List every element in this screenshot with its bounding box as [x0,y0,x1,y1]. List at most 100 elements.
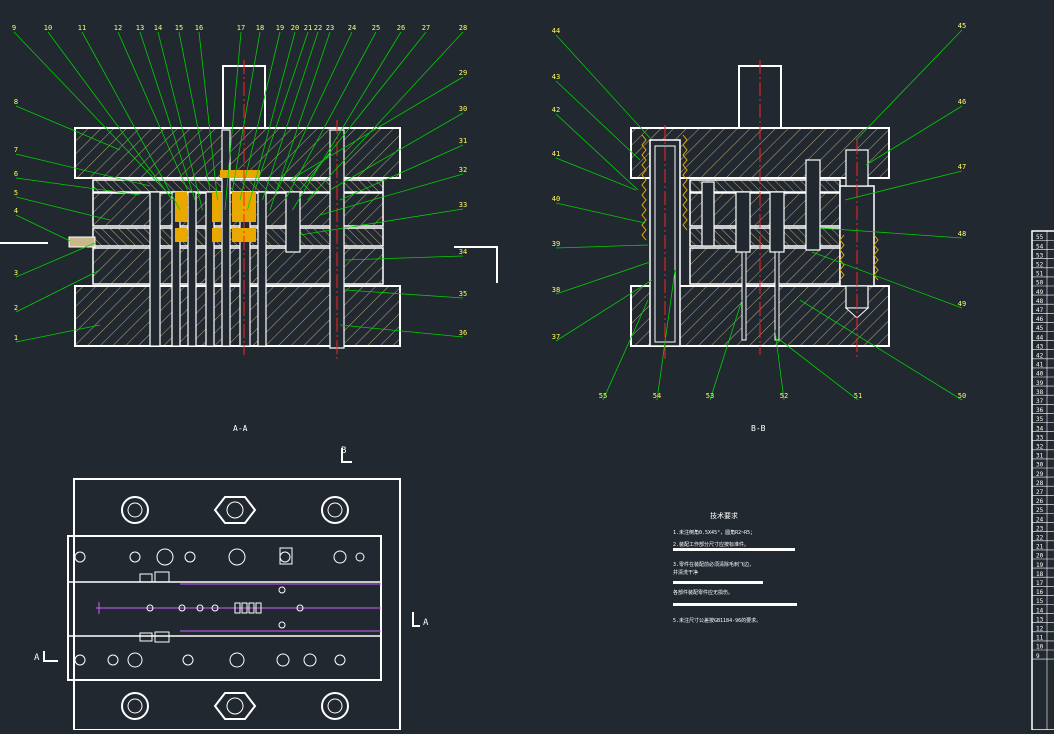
section-b-b [630,60,890,360]
leader-line [555,261,651,295]
callout-label: 37 [552,333,560,341]
guide-pin [68,236,96,248]
leader-line [344,255,464,261]
leader-line [855,29,963,141]
parts-list-row-number: 36 [1036,407,1044,414]
tech-requirements: 技术要求 1.未注倒角0.5X45°，圆角R2~R5； 2.装配工作部分尺寸应按… [673,511,797,624]
leader-line [329,112,464,191]
parts-list-row-number: 30 [1036,462,1044,469]
plan-mark-a-right: A [423,618,429,628]
tech-item-4: 并清洗干净 [673,569,698,576]
leader-line [178,31,211,191]
callout-label: 42 [552,106,560,114]
parts-list-row-number: 53 [1036,252,1044,259]
tech-item-5: 各部件装配零件应无损伤。 [673,589,733,596]
leader-line [709,299,743,401]
tech-title: 技术要求 [710,511,738,520]
pad-b [689,247,841,285]
tech-item-2: 2.装配工作部分尺寸应按标准件。 [673,541,749,548]
plan-mark-a-left: A [34,653,40,663]
callout-label: 44 [552,27,560,35]
section-a-title: A-A [233,424,248,433]
parts-list-row-number: 44 [1036,334,1044,341]
callout-label: 7 [14,146,18,154]
callout-label: 12 [114,24,122,32]
callout-label: 28 [459,24,467,32]
leader-line [339,324,464,338]
leader-line [15,269,101,313]
leader-line [292,31,402,211]
callout-label: 2 [14,304,18,312]
parts-list-row-number: 11 [1036,635,1044,642]
tech-item-6: 5.未注尺寸公差按GB1184-96的要求。 [673,617,761,624]
leader-line [15,153,151,187]
leader-line [289,76,464,181]
parts-list-row-number: 28 [1036,480,1044,487]
callout-label: 40 [552,195,560,203]
callout-label: 3 [14,269,18,277]
parts-list-table: 5554535251504948474645444342414039383736… [1031,230,1054,731]
highlighted-punches [175,170,260,242]
parts-list-row-number: 19 [1036,562,1044,569]
callout-label: 10 [44,24,52,32]
leader-line [262,31,319,201]
parts-list-row-number: 20 [1036,553,1044,560]
callout-label: 46 [958,98,966,106]
parts-list-row-number: 40 [1036,371,1044,378]
parts-list-row-number: 47 [1036,307,1044,314]
leader-line [254,31,309,191]
parts-list-row-number: 35 [1036,416,1044,423]
callout-label: 30 [459,105,467,113]
parts-list-row-number: 34 [1036,425,1044,432]
parts-list-row-number: 17 [1036,580,1044,587]
leader-line [656,269,676,401]
plan-strip [96,583,381,632]
parts-list-row-number: 31 [1036,453,1044,460]
callout-label: 25 [372,24,380,32]
plan-cut-marks [43,448,420,662]
callout-label: 4 [14,207,18,215]
parts-list-row-number: 45 [1036,325,1044,332]
parts-list-row-number: 54 [1036,243,1044,250]
callout-label: 32 [459,166,467,174]
leader-line [117,31,188,191]
callout-label: 36 [459,329,467,337]
callout-label: 39 [552,240,560,248]
parts-list-row-number: 13 [1036,616,1044,623]
leader-line [319,173,464,216]
leader-line [774,329,785,401]
callout-label: 27 [422,24,430,32]
leader-line [269,31,331,211]
parts-list-row-number: 37 [1036,398,1044,405]
leader-line [13,31,166,191]
leader-line [799,299,963,401]
leader-line [15,214,71,242]
callout-label: 11 [78,24,86,32]
leader-lines-a [13,31,464,343]
callout-label: 54 [653,392,661,400]
leader-line [602,299,649,401]
parts-list-row-number: 43 [1036,343,1044,350]
callout-label: 1 [14,334,18,342]
callout-label: 13 [136,24,144,32]
callout-label: 33 [459,201,467,209]
parts-list-row-number: 51 [1036,271,1044,278]
leader-line [277,31,353,191]
callout-label: 23 [326,24,334,32]
callout-label: 18 [256,24,264,32]
parts-list-row-number: 10 [1036,644,1044,651]
parts-list-row-number: 48 [1036,298,1044,305]
parts-list-row-number: 15 [1036,598,1044,605]
parts-list-row-number: 33 [1036,434,1044,441]
callout-label: 29 [459,69,467,77]
callout-label: 48 [958,230,966,238]
callout-label: 34 [459,248,467,256]
bottom-plate [74,285,401,347]
parts-list-row-number: 32 [1036,444,1044,451]
leader-line [307,31,464,201]
parts-list-row-number: 25 [1036,507,1044,514]
parts-list-row-number: 29 [1036,471,1044,478]
